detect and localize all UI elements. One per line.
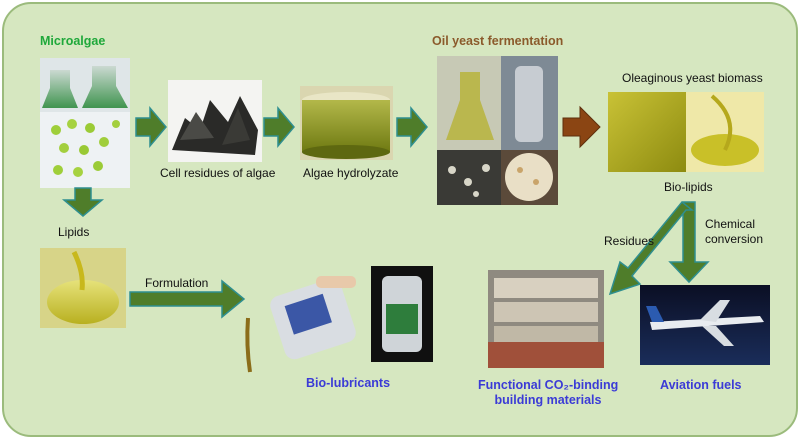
arrow-hydrolyzate-to-fermentation xyxy=(396,105,428,149)
label-lipids: Lipids xyxy=(58,225,90,239)
arrow-residues-to-hydrolyzate xyxy=(263,105,295,149)
microalgae-microscope-photo xyxy=(40,112,130,188)
label-aviation-fuels: Aviation fuels xyxy=(660,378,742,392)
label-conversion: conversion xyxy=(705,232,764,246)
arrow-microalgae-to-lipids xyxy=(61,187,105,217)
label-building-materials-line2: building materials xyxy=(494,393,602,407)
label-oil-yeast-fermentation: Oil yeast fermentation xyxy=(432,34,564,48)
arrow-residues-to-building xyxy=(608,200,695,296)
yeast-biomass-photos xyxy=(608,92,764,172)
label-bio-lipids: Bio-lipids xyxy=(664,180,713,194)
algae-hydrolyzate-photo xyxy=(300,86,393,160)
arrow-fermentation-to-biomass xyxy=(562,105,601,149)
label-cell-residues: Cell residues of algae xyxy=(160,166,276,180)
label-oleaginous-yeast-biomass: Oleaginous yeast biomass xyxy=(622,71,763,85)
cell-residues-photo xyxy=(168,80,262,162)
label-formulation: Formulation xyxy=(145,276,209,290)
fermentation-photos xyxy=(437,56,558,205)
label-building-materials-line1: Functional CO₂-binding xyxy=(478,378,619,392)
label-algae-hydrolyzate: Algae hydrolyzate xyxy=(303,166,399,180)
label-bio-lubricants: Bio-lubricants xyxy=(306,376,391,390)
label-microalgae: Microalgae xyxy=(40,34,106,48)
label-chemical: Chemical xyxy=(705,217,756,231)
arrow-biolipids-to-aviation xyxy=(668,201,710,284)
arrow-formulation xyxy=(129,279,246,319)
bio-lubricants-photos xyxy=(245,266,433,373)
lipids-photo xyxy=(40,248,126,328)
arrow-microalgae-to-residues xyxy=(135,105,167,149)
aviation-fuels-photo xyxy=(640,285,770,365)
microalgae-flask-photo xyxy=(40,58,130,112)
label-residues: Residues xyxy=(604,234,655,248)
building-materials-photo xyxy=(488,270,604,368)
